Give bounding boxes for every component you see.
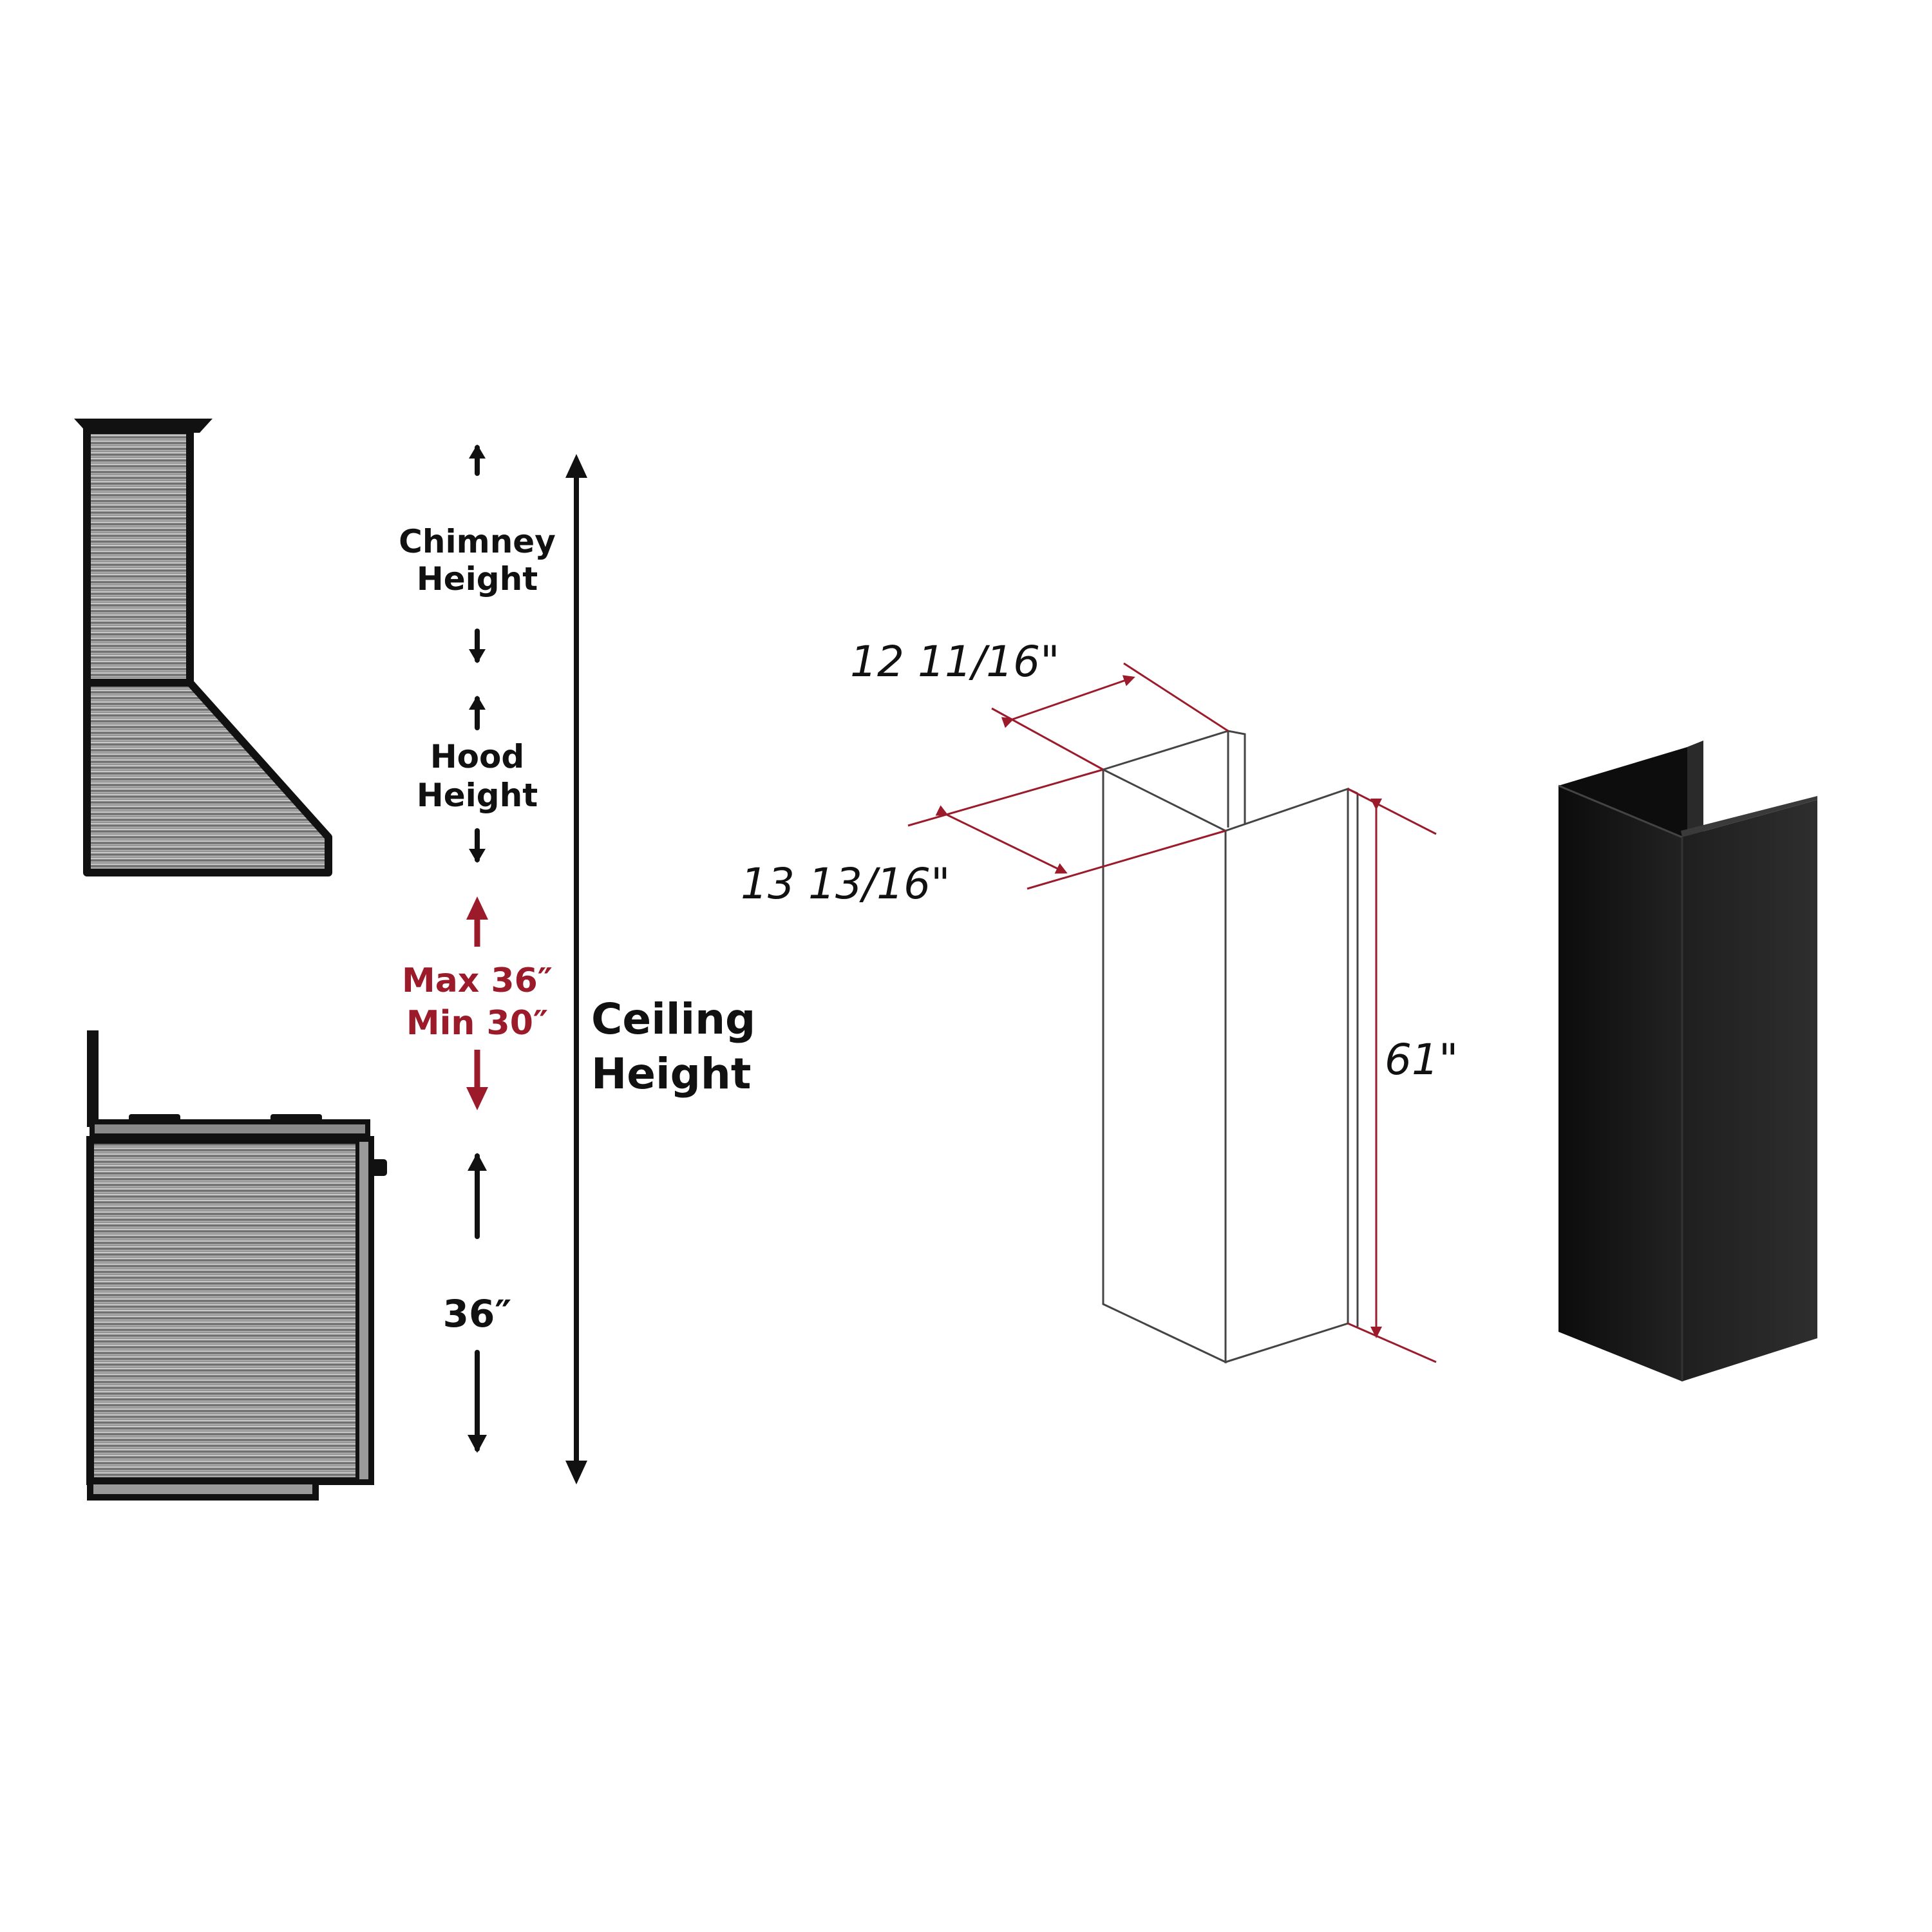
width-dimension-label: 13 13/16" [741,859,951,909]
arrow-down-icon [469,629,486,663]
arrow-up-icon [468,1153,487,1239]
range-illustration [86,1030,387,1501]
counter-height-label: 36″ [443,1292,512,1336]
chimney-height-label-2: Height [417,560,538,598]
max-mount-label: Max 36″ [402,961,553,1000]
range-hood-illustration [74,419,332,876]
clearance-labels: Chimney Height Hood Height Max 36″ Min 3… [399,523,755,1336]
arrow-up-icon [466,896,488,947]
black-chimney-product [1558,741,1817,1381]
height-dimension-label: 61" [1385,1035,1458,1084]
arrow-up-icon [469,696,486,730]
arrow-up-icon [469,444,486,476]
mount-range-arrows [466,896,488,1110]
ceiling-height-arrow [565,454,587,1484]
hood-height-label-1: Hood [430,738,524,775]
dimension-lines [907,662,1437,1363]
hood-height-label-2: Height [417,777,538,814]
dimension-labels: 12 11/16" 13 13/16" 61" [741,637,1458,1084]
arrow-down-icon [468,1350,487,1453]
arrow-down-icon [466,1050,488,1110]
clearance-arrows [468,444,587,1484]
min-mount-label: Min 30″ [406,1004,548,1043]
depth-dimension-label: 12 11/16" [850,637,1060,687]
chimney-height-label-1: Chimney [399,523,556,560]
ceiling-height-label-1: Ceiling [591,994,755,1044]
arrow-down-icon [469,828,486,863]
ceiling-height-label-2: Height [591,1049,751,1099]
chimney-line-drawing [1102,730,1359,1364]
